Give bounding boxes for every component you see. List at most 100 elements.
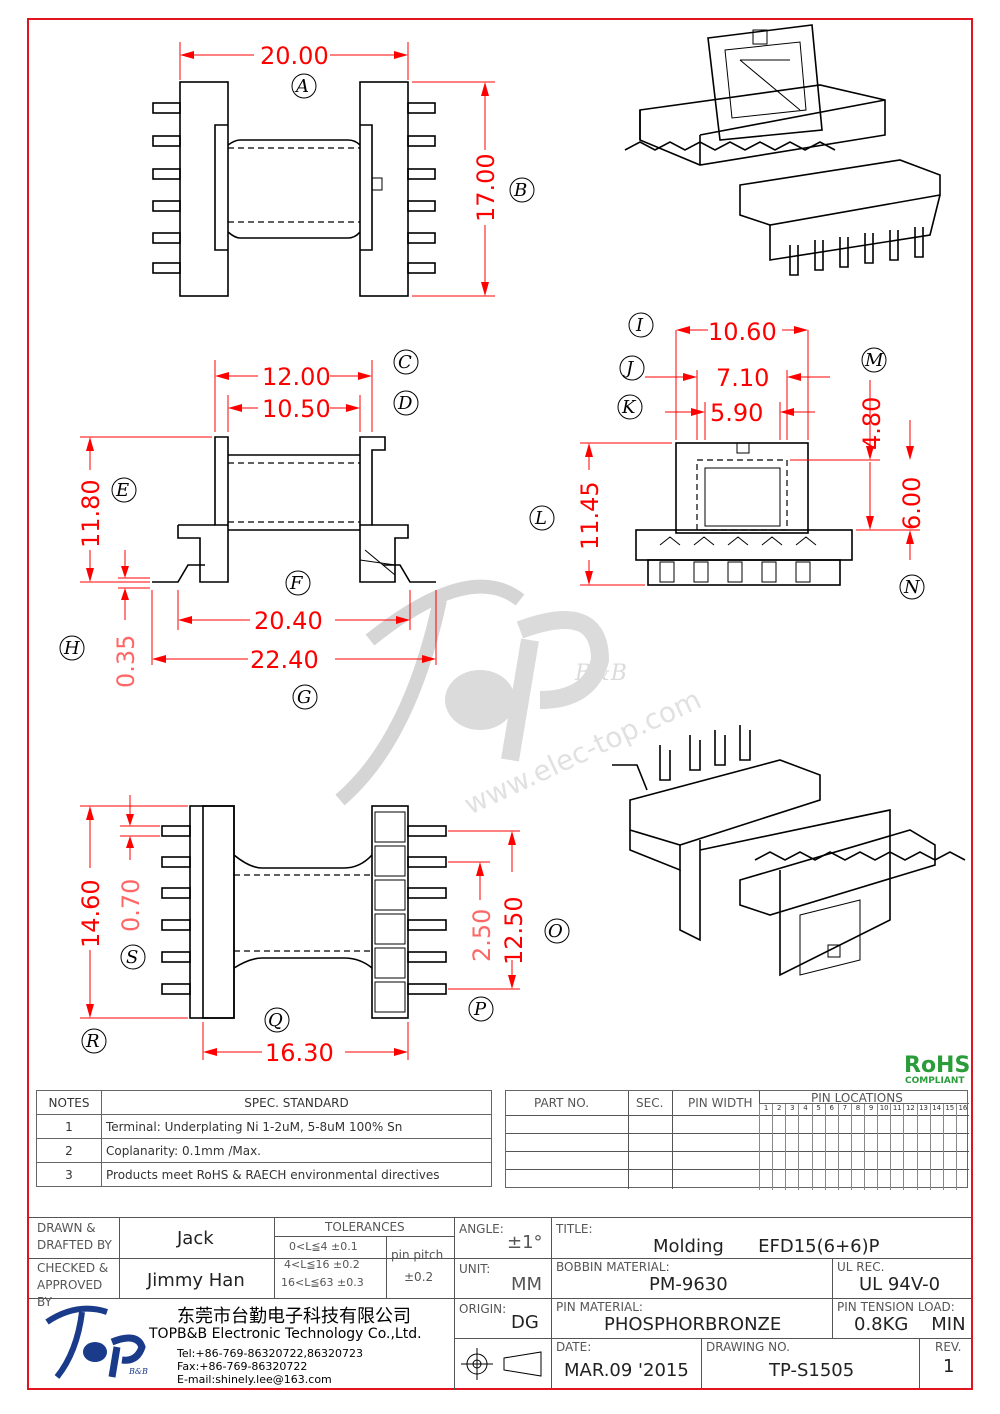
projection-symbol-icon xyxy=(461,1348,542,1380)
dim-side-w2: 7.10 xyxy=(716,364,769,392)
note-text: Terminal: Underplating Ni 1-2uM, 5-8uM 1… xyxy=(101,1114,492,1139)
label-b: B xyxy=(513,180,527,201)
notes-header-spec: SPEC. STANDARD xyxy=(101,1090,492,1115)
drawing-no-label: DRAWING NO. xyxy=(706,1340,790,1354)
label-i: I xyxy=(635,315,644,336)
label-s: S xyxy=(126,947,138,968)
dim-front-w1: 12.00 xyxy=(262,363,331,391)
pin-tension-value: 0.8KG MIN xyxy=(854,1314,966,1335)
label-e: E xyxy=(115,480,129,501)
label-o: O xyxy=(548,921,563,942)
rohs-title: RoHS xyxy=(904,1053,970,1078)
pin-location-col: 3 xyxy=(785,1104,798,1190)
origin-label: ORIGIN: xyxy=(459,1302,507,1316)
tolerances-label: TOLERANCES xyxy=(325,1220,405,1234)
watermark-logo-stroke xyxy=(335,579,525,806)
note-num: 1 xyxy=(36,1114,102,1139)
parts-header-pin-locations: PIN LOCATIONS xyxy=(811,1091,903,1105)
pin-location-col: 1 xyxy=(759,1104,772,1190)
watermark: B&B www.elec-top.com xyxy=(335,579,706,821)
company-logo-icon: B&B xyxy=(45,1305,148,1379)
company-tel: Tel:+86-769-86320722,86320723 xyxy=(177,1347,364,1360)
watermark-logo-o xyxy=(445,670,515,730)
origin-value: DG xyxy=(511,1312,539,1333)
watermark-sub: B&B xyxy=(574,661,627,686)
pin-tension-label: PIN TENSION LOAD: xyxy=(837,1300,955,1314)
dim-top-height: 17.00 xyxy=(472,153,500,222)
company-name-cn: 东莞市台勤电子科技有限公司 xyxy=(177,1306,411,1327)
dim-bottom-pitch: 2.50 xyxy=(468,909,496,962)
note-num: 3 xyxy=(36,1162,102,1187)
bottom-view: 14.60 0.70 2.50 12.50 16.30 O P Q R S xyxy=(77,795,570,1067)
rohs-sub: COMPLIANT xyxy=(905,1076,965,1086)
pin-pitch-label: pin pitch xyxy=(391,1248,444,1262)
label-h: H xyxy=(63,638,80,659)
pin-location-col: 12 xyxy=(903,1104,916,1190)
company-fax: Fax:+86-769-86320722 xyxy=(177,1360,308,1373)
tolerance-1: 0<L≦4 ±0.1 xyxy=(289,1240,358,1253)
label-p: P xyxy=(473,999,487,1020)
pin-location-col: 14 xyxy=(929,1104,943,1190)
label-r: R xyxy=(85,1031,100,1052)
label-c: C xyxy=(398,352,412,373)
pin-location-col: 10 xyxy=(877,1104,890,1190)
top-right-flange xyxy=(359,81,409,297)
label-j: J xyxy=(622,358,635,379)
dim-bottom-h2: 12.50 xyxy=(500,896,528,965)
date-label: DATE: xyxy=(556,1340,592,1354)
company-email: E-mail:shinely.lee@163.com xyxy=(177,1373,332,1386)
pin-location-col: 13 xyxy=(916,1104,930,1190)
note-text: Coplanarity: 0.1mm /Max. xyxy=(101,1138,492,1163)
rev-label: REV. xyxy=(935,1340,962,1354)
label-n: N xyxy=(903,577,921,598)
isometric-view-top xyxy=(624,24,941,276)
bobbin-material-label: BOBBIN MATERIAL: xyxy=(556,1260,670,1274)
checked-by-value: Jimmy Han xyxy=(147,1270,245,1291)
ul-rec-value: UL 94V-0 xyxy=(859,1274,941,1295)
dim-side-w3: 5.90 xyxy=(710,399,763,427)
watermark-logo-p xyxy=(501,611,610,762)
pin-location-col: 8 xyxy=(850,1104,864,1190)
pin-location-col: 9 xyxy=(864,1104,877,1190)
dim-bottom-w: 16.30 xyxy=(265,1039,334,1067)
parts-header-sec: SEC. xyxy=(636,1096,664,1110)
note-num: 2 xyxy=(36,1138,102,1163)
pin-location-col: 16 xyxy=(955,1104,969,1190)
company-name-en: TOPB&B Electronic Technology Co.,Ltd. xyxy=(149,1326,422,1342)
tolerance-2: 4<L≦16 ±0.2 xyxy=(284,1258,360,1271)
dim-front-w2: 10.50 xyxy=(262,395,331,423)
title-label: TITLE: xyxy=(556,1222,593,1236)
tolerance-3: 16<L≦63 ±0.3 xyxy=(281,1276,364,1289)
pin-location-col: 2 xyxy=(772,1104,785,1190)
label-l: L xyxy=(534,508,547,529)
top-left-flange xyxy=(179,81,229,297)
top-view: 20.00 17.00 A B xyxy=(152,42,535,297)
label-k: K xyxy=(621,397,637,418)
isometric-view-bottom xyxy=(612,725,966,977)
checked-by-label: CHECKED & APPROVED BY xyxy=(37,1261,109,1309)
dim-front-pin: 0.35 xyxy=(112,635,140,688)
rohs-mark: RoHS COMPLIANT xyxy=(904,1053,970,1086)
dim-front-h: 11.80 xyxy=(77,479,105,548)
drawn-by-label: DRAWN & DRAFTED BY xyxy=(37,1221,112,1252)
label-a: A xyxy=(294,76,309,97)
label-f: F xyxy=(289,573,304,594)
pin-location-col: 4 xyxy=(798,1104,811,1190)
pin-location-col: 7 xyxy=(837,1104,851,1190)
pin-location-col: 11 xyxy=(890,1104,903,1190)
pin-location-col: 6 xyxy=(824,1104,838,1190)
pin-location-col: 5 xyxy=(811,1104,825,1190)
sheet-border xyxy=(27,18,973,1390)
rev-value: 1 xyxy=(943,1356,955,1377)
dim-top-width: 20.00 xyxy=(260,42,329,70)
bobbin-material-value: PM-9630 xyxy=(649,1274,728,1295)
dim-side-h3: 6.00 xyxy=(898,477,926,530)
dim-front-base1: 20.40 xyxy=(254,607,323,635)
angle-value: ±1° xyxy=(507,1232,543,1253)
parts-header-part-no: PART NO. xyxy=(534,1096,590,1110)
dim-side-h2: 4.80 xyxy=(858,397,886,450)
